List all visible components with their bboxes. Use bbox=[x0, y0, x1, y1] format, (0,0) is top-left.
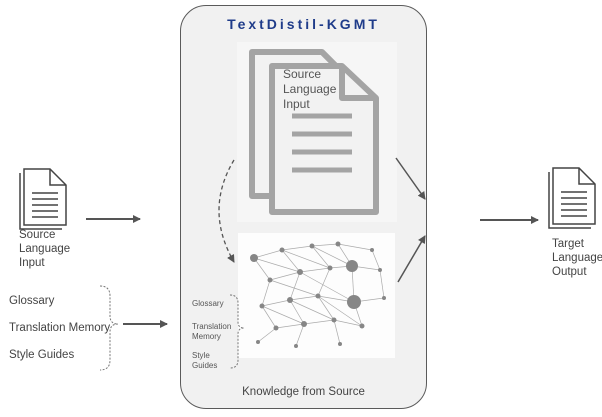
doc-to-merge-arrow-icon bbox=[395, 157, 426, 200]
panel-kg-line: Memory bbox=[192, 332, 221, 341]
output-label-line: Target bbox=[552, 238, 584, 250]
panel-doc-label-line: Source bbox=[283, 67, 322, 81]
resource-style-guides: Style Guides bbox=[9, 349, 75, 361]
doc-to-graph-dashed-arrow-icon bbox=[218, 159, 235, 263]
panel-doc-label-line: Language bbox=[283, 82, 337, 96]
panel-kg-line: Style bbox=[192, 351, 210, 360]
input-label-line: Source bbox=[19, 229, 56, 241]
panel-kg-style-guides: Style Guides bbox=[192, 351, 217, 371]
output-document-icon bbox=[548, 167, 596, 229]
input-document-icon bbox=[19, 168, 67, 230]
diagram-title: TextDistil-KGMT bbox=[227, 16, 380, 32]
input-label: Source Language Input bbox=[19, 228, 70, 270]
panel-doc-label: Source Language Input bbox=[283, 67, 336, 112]
output-label-line: Language bbox=[552, 252, 602, 264]
resource-glossary: Glossary bbox=[9, 295, 55, 307]
output-label: Target Language Output bbox=[552, 237, 602, 279]
panel-kg-line: Guides bbox=[192, 361, 218, 370]
resources-brace-icon bbox=[99, 285, 119, 371]
panel-doc-label-line: Input bbox=[283, 97, 310, 111]
knowledge-graph-icon bbox=[250, 241, 386, 348]
document-stack-icon bbox=[237, 42, 397, 222]
graph-to-merge-arrow-icon bbox=[397, 235, 426, 283]
panel-kg-glossary: Glossary bbox=[192, 299, 224, 308]
output-label-line: Output bbox=[552, 266, 587, 278]
panel-kg-line: Translation bbox=[192, 322, 232, 331]
panel-kg-translation-memory: Translation Memory bbox=[192, 322, 231, 342]
input-label-line: Input bbox=[19, 257, 45, 269]
input-label-line: Language bbox=[19, 243, 71, 255]
panel-caption: Knowledge from Source bbox=[242, 386, 365, 398]
resource-translation-memory: Translation Memory bbox=[9, 322, 111, 334]
